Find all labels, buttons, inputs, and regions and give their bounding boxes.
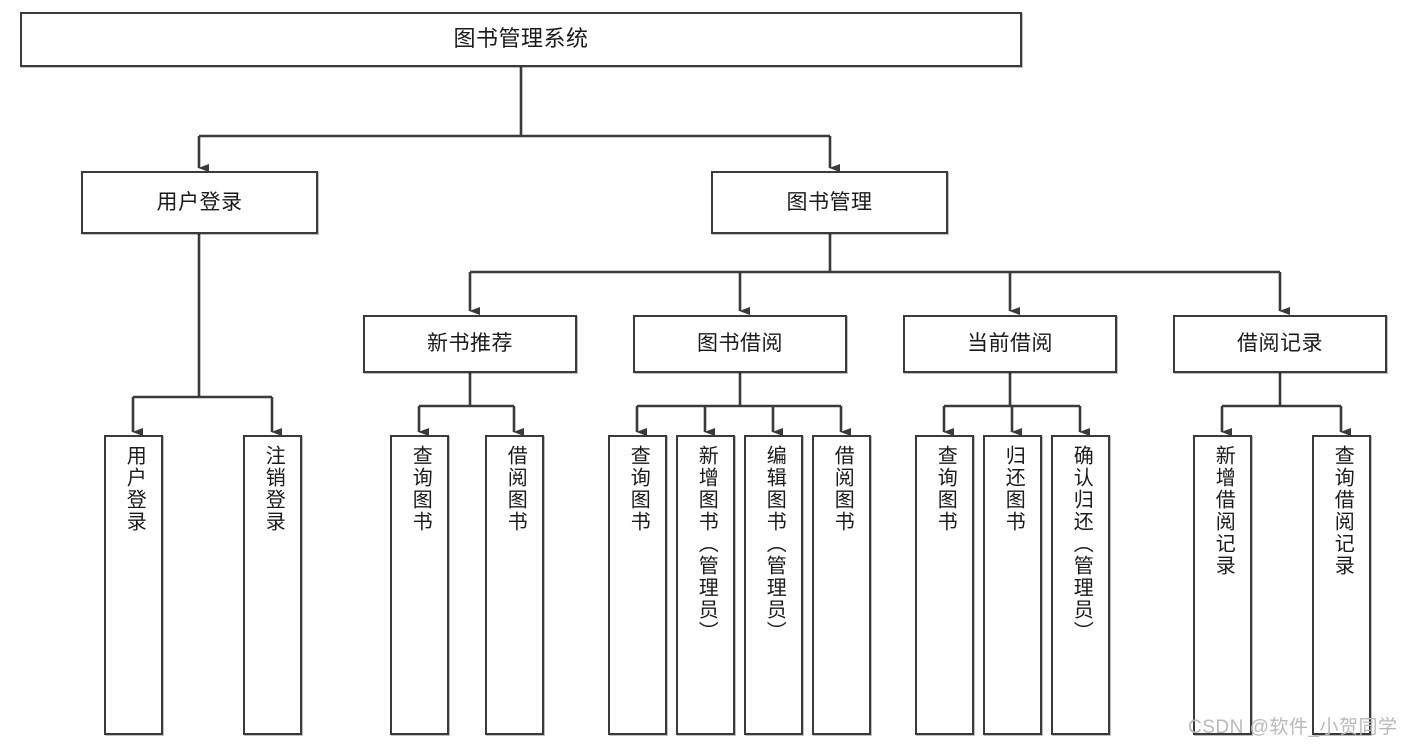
node-label: 注销登录: [262, 445, 285, 533]
node-label: 查询图书: [934, 445, 957, 533]
leaf-add-borrow-record[interactable]: 新增借阅记录: [1193, 435, 1252, 735]
node-label: 图书管理: [786, 190, 873, 214]
leaf-user-login[interactable]: 用户登录: [104, 435, 163, 735]
leaf-return-book[interactable]: 归还图书: [983, 435, 1042, 735]
node-label: 新增图书（管理员）: [695, 445, 718, 643]
node-label: 图书管理系统: [453, 26, 589, 52]
node-root-system[interactable]: 图书管理系统: [20, 12, 1022, 67]
leaf-add-book-admin[interactable]: 新增图书（管理员）: [676, 435, 735, 735]
leaf-query-borrow-record[interactable]: 查询借阅记录: [1312, 435, 1371, 735]
node-current-borrowing[interactable]: 当前借阅: [903, 315, 1117, 373]
node-label: 当前借阅: [967, 332, 1053, 356]
node-book-borrowing[interactable]: 图书借阅: [633, 315, 847, 373]
leaf-query-book-borrow[interactable]: 查询图书: [608, 435, 667, 735]
node-label: 借阅记录: [1237, 332, 1323, 356]
leaf-confirm-return-admin[interactable]: 确认归还（管理员）: [1051, 435, 1110, 735]
node-label: 查询图书: [627, 445, 650, 533]
leaf-user-logout[interactable]: 注销登录: [243, 435, 302, 735]
watermark-text: CSDN @软件_小贺同学: [1188, 717, 1398, 738]
leaf-query-book-current[interactable]: 查询图书: [915, 435, 974, 735]
node-user-login[interactable]: 用户登录: [81, 171, 318, 234]
node-book-management[interactable]: 图书管理: [711, 171, 948, 234]
node-new-book-recommendation[interactable]: 新书推荐: [363, 315, 577, 373]
leaf-borrow-book[interactable]: 借阅图书: [812, 435, 871, 735]
node-label: 新书推荐: [427, 332, 513, 356]
node-label: 查询借阅记录: [1331, 445, 1354, 577]
leaf-query-book-new[interactable]: 查询图书: [390, 435, 449, 735]
leaf-borrow-book-new[interactable]: 借阅图书: [485, 435, 544, 735]
node-label: 新增借阅记录: [1212, 445, 1235, 577]
node-label: 查询图书: [409, 445, 432, 533]
node-borrow-records[interactable]: 借阅记录: [1173, 315, 1387, 373]
node-label: 编辑图书（管理员）: [763, 445, 786, 643]
node-label: 图书借阅: [697, 332, 783, 356]
node-label: 归还图书: [1002, 445, 1025, 533]
node-label: 用户登录: [123, 445, 146, 533]
leaf-edit-book-admin[interactable]: 编辑图书（管理员）: [744, 435, 803, 735]
node-label: 借阅图书: [504, 445, 527, 533]
node-label: 确认归还（管理员）: [1070, 445, 1093, 643]
node-label: 用户登录: [156, 190, 243, 214]
node-label: 借阅图书: [831, 445, 854, 533]
